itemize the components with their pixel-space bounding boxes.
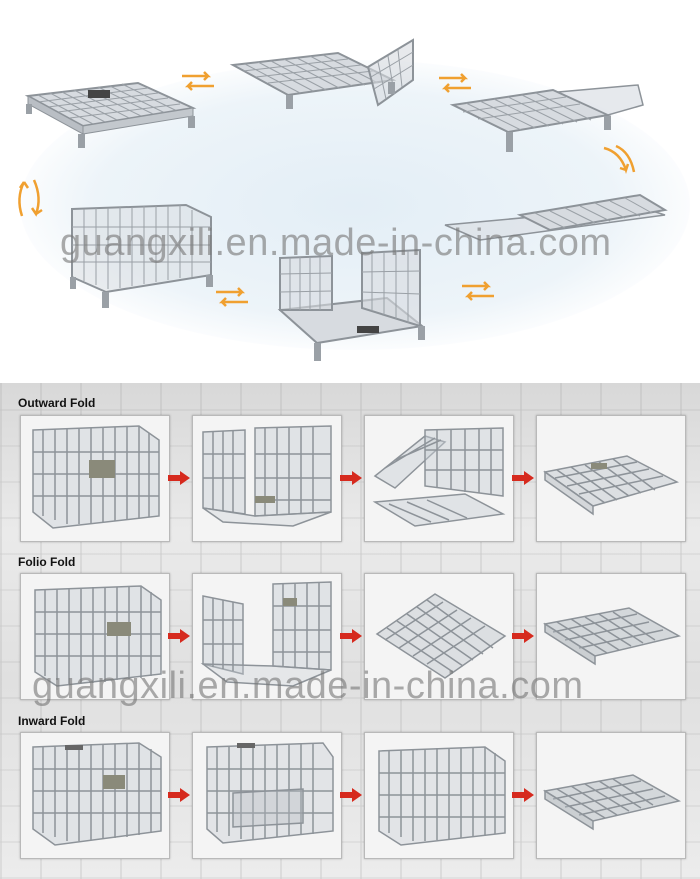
cycle-arrow-3 bbox=[603, 144, 636, 174]
cycle-arrow-1 bbox=[182, 71, 214, 91]
folio-step-3 bbox=[364, 573, 514, 700]
step-arrow bbox=[512, 629, 534, 643]
cage-top-folding bbox=[449, 84, 644, 152]
cage-flat-open bbox=[444, 193, 668, 241]
cage-assembled bbox=[70, 203, 213, 308]
outward-step-4 bbox=[536, 415, 686, 542]
outward-step-1 bbox=[20, 415, 170, 542]
outward-step-2 bbox=[192, 415, 342, 542]
cycle-arrow-2 bbox=[439, 73, 471, 93]
section-title-folio: Folio Fold bbox=[18, 555, 76, 569]
step-arrow bbox=[512, 788, 534, 802]
step-arrow bbox=[168, 629, 190, 643]
fold-cycle-diagram: guangxili.en.made-in-china.com bbox=[0, 0, 700, 380]
inward-step-4 bbox=[536, 732, 686, 859]
cycle-arrow-6 bbox=[18, 179, 43, 217]
section-title-outward: Outward Fold bbox=[18, 396, 96, 410]
inward-step-2 bbox=[192, 732, 342, 859]
watermark-top: guangxili.en.made-in-china.com bbox=[60, 222, 612, 264]
folio-step-1 bbox=[20, 573, 170, 700]
step-arrow bbox=[168, 471, 190, 485]
inward-step-1 bbox=[20, 732, 170, 859]
section-title-inward: Inward Fold bbox=[18, 714, 86, 728]
inward-step-3 bbox=[364, 732, 514, 859]
cycle-arrow-5 bbox=[216, 287, 248, 307]
step-arrow bbox=[340, 629, 362, 643]
cage-folded-flat bbox=[24, 81, 197, 148]
outward-step-3 bbox=[364, 415, 514, 542]
cage-side-open bbox=[229, 38, 414, 109]
watermark-bottom: guangxili.en.made-in-china.com bbox=[32, 665, 584, 707]
step-arrow bbox=[512, 471, 534, 485]
step-arrow bbox=[168, 788, 190, 802]
fold-methods-panel: Outward Fold Folio Fold Inward Fold bbox=[0, 383, 700, 879]
step-arrow bbox=[340, 788, 362, 802]
cage-half-folded bbox=[277, 248, 425, 361]
folio-step-4 bbox=[536, 573, 686, 700]
cycle-arrow-4 bbox=[462, 281, 494, 301]
step-arrow bbox=[340, 471, 362, 485]
folio-step-2 bbox=[192, 573, 342, 700]
